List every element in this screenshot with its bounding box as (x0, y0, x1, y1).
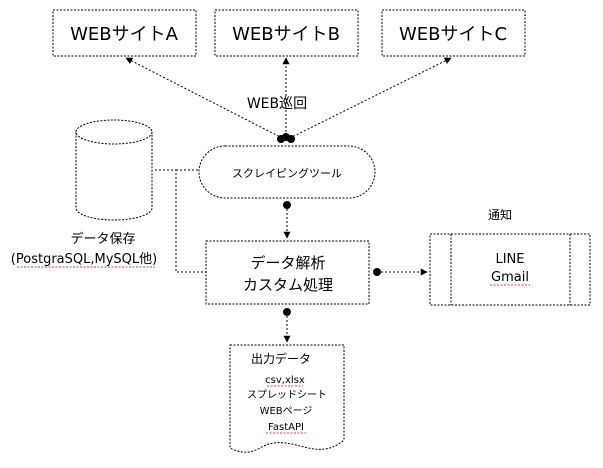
notify-line2: Gmail (491, 270, 529, 285)
scraping-tool-label: スクレイピングツール (232, 166, 342, 180)
output-title: 出力データ (251, 351, 311, 366)
site-c-box: WEBサイトC (381, 9, 526, 57)
database-cylinder (75, 119, 153, 221)
notify-title: 通知 (488, 208, 512, 222)
output-item-1: csv,xlsx (265, 375, 305, 386)
notify-line1: LINE (495, 252, 524, 267)
storage-connector (155, 169, 208, 273)
scraping-tool-node: スクレイピングツール (198, 145, 376, 199)
scraper-to-analysis-connector (283, 201, 291, 239)
output-document: 出力データ csv,xlsx スプレッドシート WEBページ FastAPI (229, 344, 345, 453)
analysis-box: データ解析 カスタム処理 (205, 240, 370, 305)
crawl-hub-dots (277, 133, 295, 143)
output-item-2: スプレッドシート (247, 389, 327, 401)
site-a-label: WEBサイトA (70, 24, 179, 45)
site-b-box: WEBサイトB (214, 9, 359, 57)
storage-title: データ保存 (70, 231, 135, 247)
site-c-label: WEBサイトC (399, 24, 507, 45)
analysis-line2: カスタム処理 (243, 276, 333, 294)
notify-box (429, 233, 591, 306)
site-b-label: WEBサイトB (232, 24, 340, 45)
site-a-box: WEBサイトA (52, 9, 197, 57)
connector-to-site-c (285, 57, 452, 141)
connector-to-site-a (125, 57, 287, 141)
output-item-3: WEBページ (260, 406, 313, 417)
analysis-to-notify-connector (373, 268, 428, 276)
crawl-label: WEB巡回 (247, 96, 307, 112)
analysis-to-output-connector (283, 308, 291, 343)
analysis-line1: データ解析 (250, 254, 325, 272)
storage-subtitle: (PostgraSQL,MySQL他) (11, 252, 157, 267)
output-item-4: FastAPI (268, 422, 304, 433)
crawl-connectors (125, 57, 452, 141)
